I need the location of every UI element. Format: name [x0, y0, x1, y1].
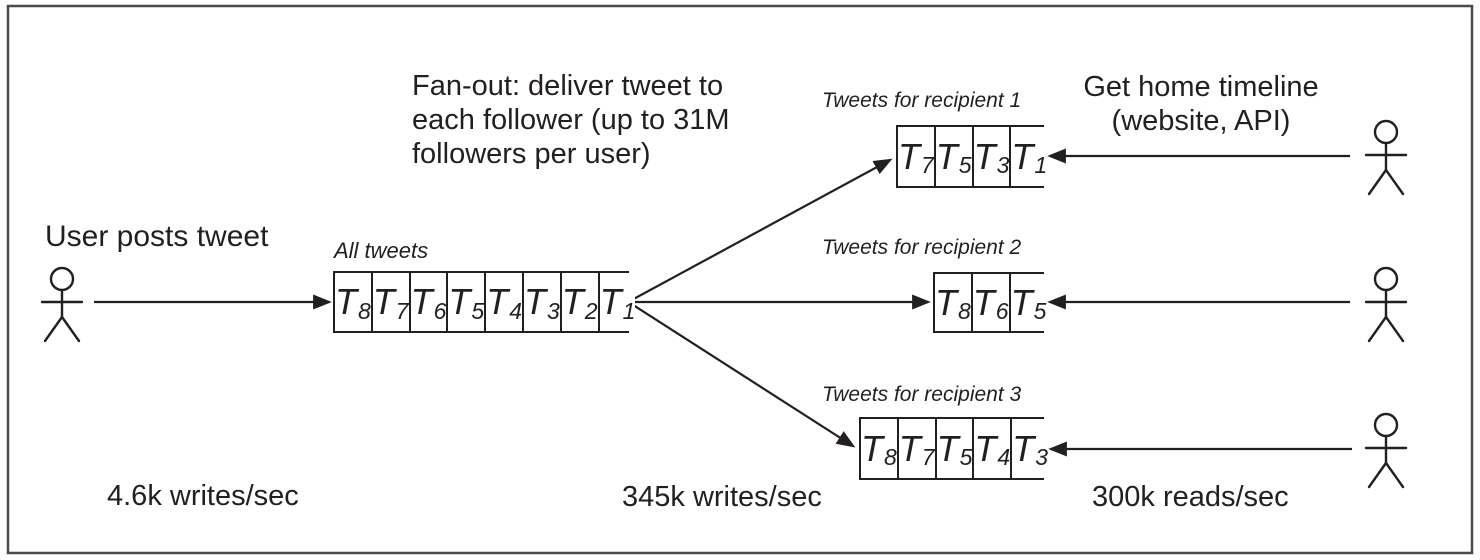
stick-figure-head: [49, 266, 75, 292]
arrow-fanout-recipient-1: [629, 158, 893, 302]
timeline-note-line-2: (website, API): [1111, 105, 1291, 137]
stick-figure-head: [1373, 119, 1399, 145]
stick-figure-head: [1373, 266, 1399, 292]
frame-border: [6, 4, 1474, 555]
fanout-note-line-3: followers per user): [412, 138, 651, 170]
fanout-note-line-2: each follower (up to 31M: [412, 104, 730, 136]
stick-figure-head: [1373, 412, 1399, 438]
arrow-fanout-recipient-3: [629, 302, 856, 448]
caption-rate-reads-right: 300k reads/sec: [1092, 481, 1289, 513]
label-tweets-recipient-3: Tweets for recipient 3: [822, 383, 1022, 406]
stick-figure-poster: [40, 266, 84, 343]
stick-figure-reader-2: [1364, 266, 1408, 343]
label-tweets-recipient-1: Tweets for recipient 1: [822, 89, 1022, 112]
caption-rate-writes-left: 4.6k writes/sec: [107, 480, 299, 512]
caption-fanout-note: Fan-out: deliver tweet to each follower …: [412, 69, 730, 171]
caption-get-home-timeline: Get home timeline (website, API): [1070, 70, 1332, 138]
fanout-note-line-1: Fan-out: deliver tweet to: [412, 70, 724, 102]
stick-figure-reader-1: [1364, 119, 1408, 196]
caption-rate-writes-middle: 345k writes/sec: [622, 481, 822, 513]
label-all-tweets: All tweets: [334, 238, 429, 263]
stick-figure-reader-3: [1364, 412, 1408, 489]
label-tweets-recipient-2: Tweets for recipient 2: [822, 236, 1022, 259]
timeline-note-line-1: Get home timeline: [1083, 71, 1319, 103]
caption-user-posts-tweet: User posts tweet: [45, 220, 269, 253]
